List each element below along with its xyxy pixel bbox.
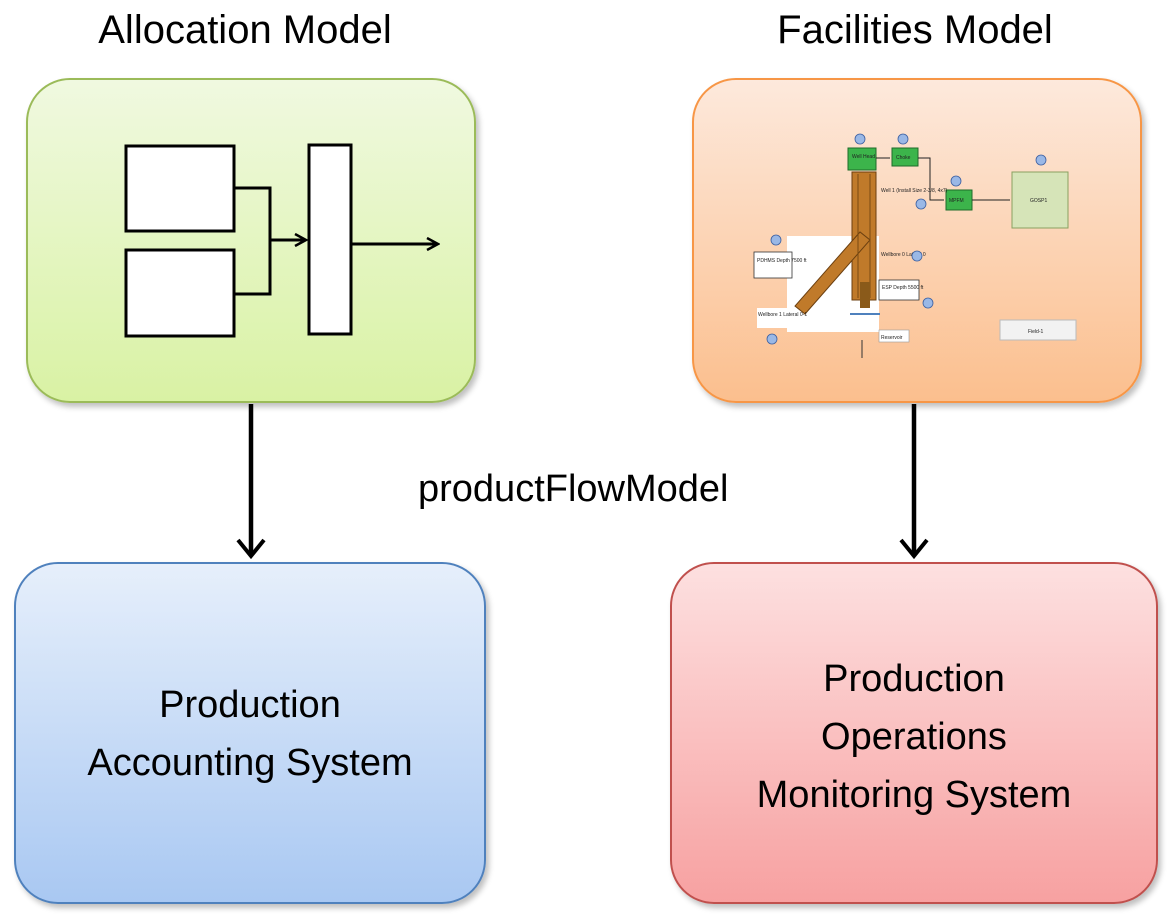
allocation-model-box <box>26 78 476 403</box>
production-operations-monitoring-system-box: Production Operations Monitoring System <box>670 562 1158 904</box>
svg-text:Well Head: Well Head <box>852 154 875 160</box>
svg-text:ESP Depth 5500 ft: ESP Depth 5500 ft <box>882 285 924 291</box>
svg-text:Choke: Choke <box>896 155 911 161</box>
allocation-model-title: Allocation Model <box>98 8 392 52</box>
svg-text:Reservoir: Reservoir <box>881 335 903 341</box>
svg-text:Wellbore 0 Lateral 0: Wellbore 0 Lateral 0 <box>881 252 926 258</box>
input-block-top <box>124 144 236 233</box>
well-head-node <box>847 147 877 171</box>
facility-schematic: Well Head Choke MPFM GOSP1 Field-1 PDHMS… <box>753 133 1077 358</box>
choke-node <box>891 147 919 167</box>
facilities-arrowhead <box>899 538 929 560</box>
svg-text:Wellbore 1 Lateral 0-1: Wellbore 1 Lateral 0-1 <box>758 312 807 318</box>
gosp-node <box>1011 171 1069 229</box>
field-label-box <box>999 319 1077 341</box>
merge-connector <box>234 186 272 296</box>
facilities-model-box <box>692 78 1142 403</box>
input-block-bottom <box>124 248 236 338</box>
svg-text:Field-1: Field-1 <box>1028 329 1044 335</box>
svg-text:GOSP1: GOSP1 <box>1030 198 1047 204</box>
allocation-block-diagram <box>124 143 438 338</box>
facilities-model-title: Facilities Model <box>777 8 1053 52</box>
production-accounting-system-box: Production Accounting System <box>14 562 486 904</box>
allocator-block <box>307 143 353 336</box>
svg-text:Well 1 (Install Size 2-3/8, 4x: Well 1 (Install Size 2-3/8, 4x7) <box>881 188 948 194</box>
production-accounting-system-label: Production Accounting System <box>87 684 413 784</box>
lateral-wellbore <box>794 231 871 315</box>
allocation-arrowhead <box>236 538 266 560</box>
product-flow-model-label: productFlowModel <box>418 468 729 510</box>
svg-text:MPFM: MPFM <box>949 198 964 204</box>
svg-text:PDHMS Depth 7500 ft: PDHMS Depth 7500 ft <box>757 258 807 264</box>
production-operations-monitoring-system-label: Production Operations Monitoring System <box>756 658 1072 816</box>
